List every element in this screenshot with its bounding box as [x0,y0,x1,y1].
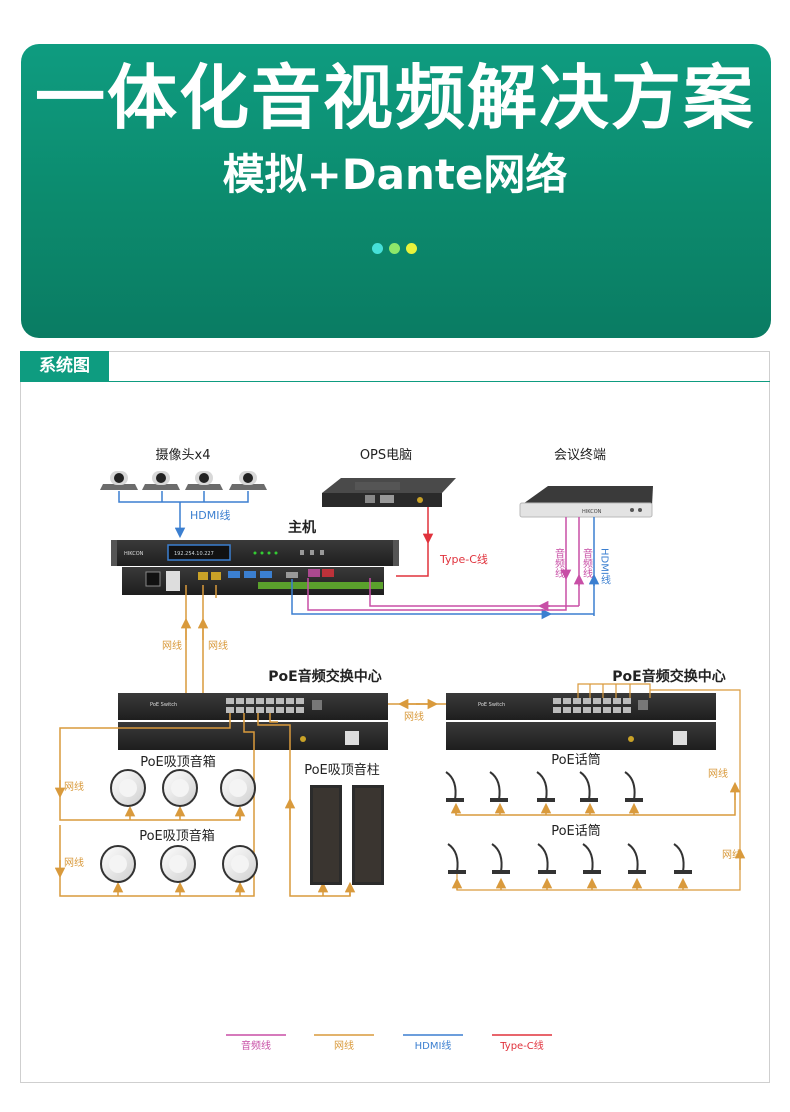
column-speaker-icon [310,785,342,885]
terminal-brand: HIKCON [582,509,602,515]
hdmi-cable-cameras [118,491,249,539]
ceiling-speaker-label-1: PoE吸顶音箱 [140,754,216,770]
gooseneck-mic-icon [536,771,555,802]
host-device: HIKCON 192.254.10.227 [111,540,399,595]
host-cables [291,578,594,620]
network-label-mic-2: 网线 [722,848,742,861]
switch-panel-label: PoE Switch [478,702,505,708]
section-divider [20,381,770,382]
poe-switch-left-label: PoE音频交换中心 [268,668,381,685]
left-switch-network [54,713,356,897]
conference-terminal-icon: HIKCON [519,486,653,518]
network-label-mic-1: 网线 [708,767,728,780]
decorative-dot [406,243,417,254]
gooseneck-mic-icon [447,843,466,874]
network-label-speaker-2: 网线 [64,856,84,869]
hdmi-cable-label-vertical: HDMI线 [599,548,611,585]
host-brand: HIKCON [124,551,144,557]
cameras-label: 摄像头x4 [156,448,211,463]
poe-switch-right-label: PoE音频交换中心 [612,668,725,685]
gooseneck-mic-icon [489,771,508,802]
poe-switch-right: PoE Switch [446,693,716,750]
title-banner [21,44,771,338]
host-display-text: 192.254.10.227 [174,551,214,557]
page-title: 一体化音视频解决方案 [35,57,755,139]
ceiling-speaker-label-2: PoE吸顶音箱 [139,828,215,844]
poe-switch-left: PoE Switch [118,693,388,750]
legend-label-network: 网线 [334,1039,354,1052]
mic-row-label-1: PoE话筒 [551,752,601,768]
gooseneck-mic-icon [579,771,598,802]
ceiling-speaker-icon [100,845,136,883]
ops-label: OPS电脑 [360,448,412,463]
switch-panel-label: PoE Switch [150,702,177,708]
ceiling-speaker-icon [222,845,258,883]
gooseneck-mic-icon [582,843,601,874]
column-speaker-label: PoE吸顶音柱 [304,762,380,778]
network-label-host-1: 网线 [162,639,182,652]
page-subtitle: 模拟+Dante网络 [222,150,568,199]
audio-cable-label-1: 音频线 [553,547,565,578]
section-tab: 系统图 [20,351,109,381]
host-display [167,544,231,561]
gooseneck-mic-icon [673,843,692,874]
audio-cable-label-2: 音频线 [581,547,593,578]
column-speaker-icon [352,785,384,885]
mic-row-label-2: PoE话筒 [551,823,601,839]
type-c-label: Type-C线 [439,552,488,566]
camera-icon [229,471,267,490]
legend-label-hdmi: HDMI线 [415,1039,452,1052]
ceiling-speaker-icon [110,769,146,807]
mic-row-2-network [451,847,746,890]
decorative-dot [389,243,400,254]
mic-row-1-network [450,781,741,816]
legend-label-audio: 音频线 [241,1039,271,1052]
legend: 音频线 网线 HDMI线 Type-C线 [226,1034,552,1052]
network-label-speaker-1: 网线 [64,780,84,793]
decorative-dot [372,243,383,254]
legend-label-type-c: Type-C线 [499,1039,544,1052]
ceiling-speaker-icon [162,769,198,807]
network-label-host-2: 网线 [208,639,228,652]
terminal-cables [560,517,600,616]
host-label: 主机 [288,519,316,536]
camera-icon [185,471,223,490]
network-label-switch-link: 网线 [404,710,424,723]
camera-icon [100,471,138,490]
ceiling-speaker-icon [160,845,196,883]
conference-terminal-label: 会议终端 [554,447,606,463]
type-c-cable [396,507,429,577]
ops-computer-icon [322,478,456,507]
ceiling-speaker-icon [220,769,256,807]
gooseneck-mic-icon [491,843,510,874]
gooseneck-mic-icon [627,843,646,874]
gooseneck-mic-icon [445,771,464,802]
camera-icon [142,471,180,490]
hdmi-cable-label: HDMI线 [190,508,230,522]
gooseneck-mic-icon [537,843,556,874]
gooseneck-mic-icon [624,771,643,802]
